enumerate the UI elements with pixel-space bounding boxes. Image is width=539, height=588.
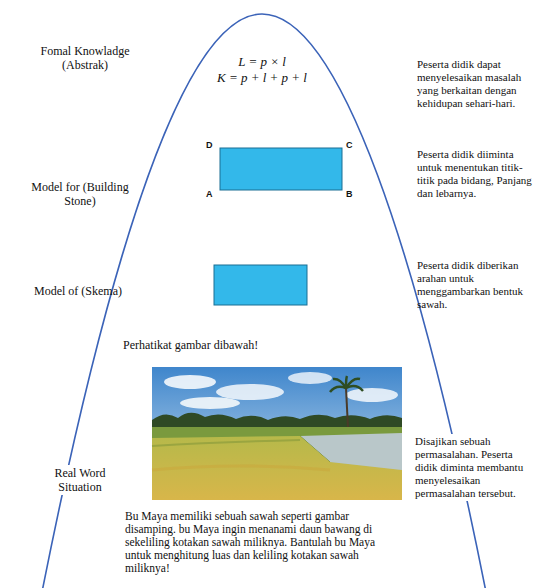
story-problem: Bu Maya memiliki sebuah sawah seperti ga… (125, 510, 401, 575)
corner-label: A (206, 189, 218, 199)
level-description: Peserta didik diberikan arahan untuk men… (417, 259, 533, 311)
rice-field-photo (152, 367, 402, 500)
rectangle-schema (214, 265, 307, 305)
formula: L = p × l (212, 54, 312, 69)
rectangle-abcd (220, 148, 342, 190)
level-name: Model for (Building Stone) (18, 180, 142, 208)
corner-label: B (346, 189, 358, 199)
level-description: Peserta didik dapat menyelesaikan masala… (417, 58, 533, 110)
level-name: Model of (Skema) (28, 284, 128, 298)
level-description: Disajikan sebuah permasalahan. Peserta d… (413, 434, 537, 501)
instruction-text: Perhatikat gambar dibawah! (123, 338, 343, 352)
corner-label: C (346, 140, 358, 150)
corner-label: D (206, 140, 218, 150)
formula: K = p + l + p + l (190, 70, 334, 85)
level-name: Fomal Knowladge (Abstrak) (40, 44, 130, 72)
level-description: Peserta didik diiminta untuk menentukan … (417, 148, 533, 200)
level-name: Real Word Situation (30, 465, 130, 495)
